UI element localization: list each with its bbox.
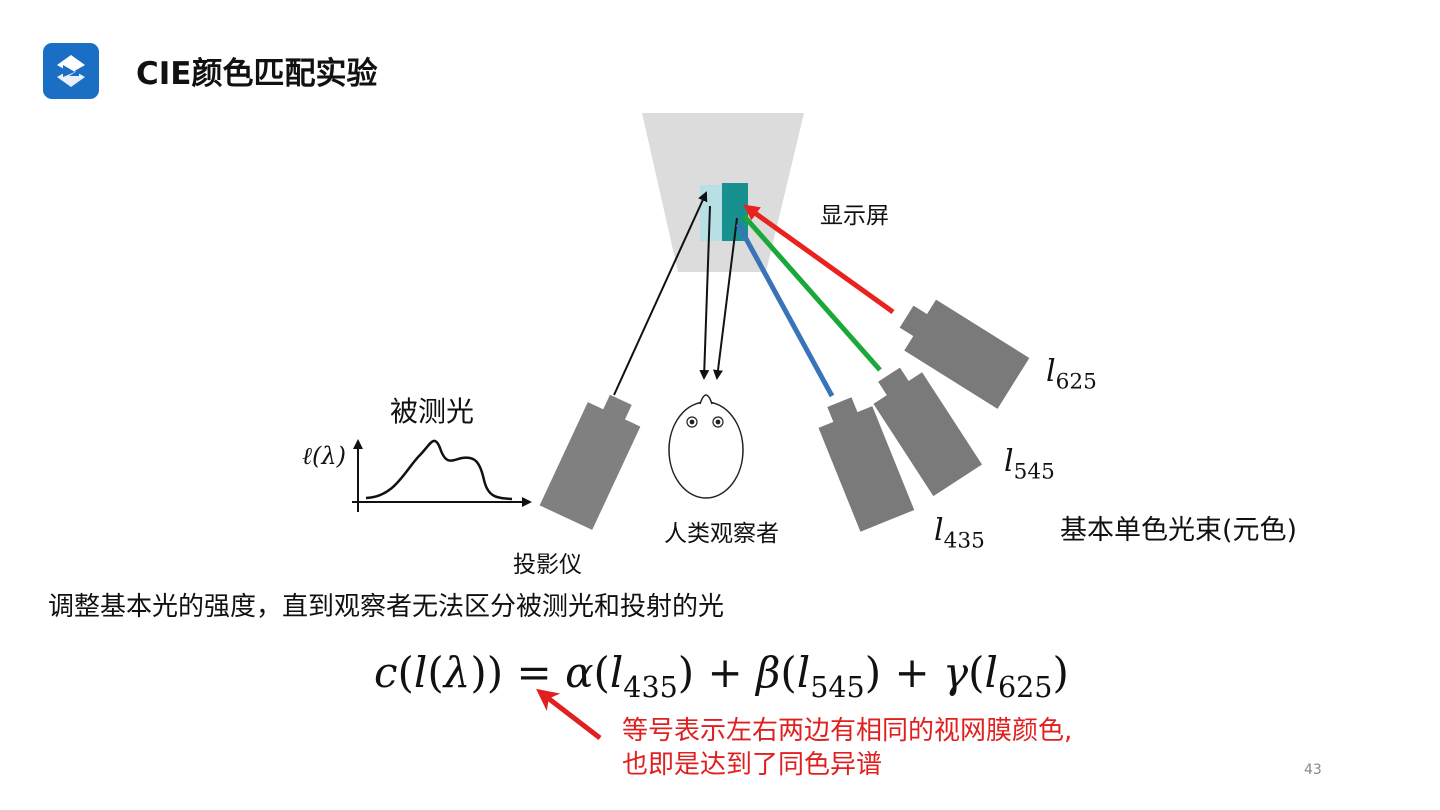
screen-label: 显示屏 (820, 203, 889, 229)
primary-label-625: l625 (1046, 354, 1097, 395)
page-number: 43 (1304, 762, 1322, 778)
lamp-545-icon (873, 367, 982, 497)
note-arrow (536, 688, 602, 740)
metamerism-note: 等号表示左右两边有相同的视网膜颜色, 也即是达到了同色异谱 (622, 714, 1072, 782)
lamp-435-icon (818, 397, 915, 532)
color-matching-equation: c(l(λ)) = α(l435) + β(l545) + γ(l625) (374, 648, 1069, 704)
test-light-label: 被测光 (390, 395, 475, 428)
projector-beam (613, 191, 708, 396)
projector-label: 投影仪 (513, 552, 582, 578)
primary-label-545: l545 (1004, 444, 1055, 485)
caption-text: 调整基本光的强度，直到观察者无法区分被测光和投射的光 (48, 592, 725, 622)
projector-icon (539, 394, 641, 530)
beam-625 (743, 204, 895, 315)
note-line-2: 也即是达到了同色异谱 (622, 750, 883, 780)
spectrum-axis-label: ℓ(λ) (302, 442, 346, 470)
lamp-625-icon (899, 299, 1030, 409)
beam-435 (735, 222, 835, 398)
page-title: CIE颜色匹配实验 (136, 56, 378, 92)
logo-s-icon (57, 55, 85, 87)
test-patch (700, 185, 722, 241)
equals-sign: = (516, 648, 552, 697)
spectrum-curve (365, 439, 513, 501)
primary-label-435: l435 (934, 513, 985, 554)
logo (43, 43, 99, 99)
primaries-label: 基本单色光束(元色) (1060, 515, 1298, 546)
gaze-line-2 (713, 217, 738, 380)
observer-head-icon (668, 394, 744, 499)
spectrum-plot (352, 439, 532, 512)
gaze-line-1 (699, 205, 711, 380)
note-line-1: 等号表示左右两边有相同的视网膜颜色, (622, 716, 1073, 746)
observer-label: 人类观察者 (664, 521, 779, 547)
beam-545 (742, 214, 882, 372)
